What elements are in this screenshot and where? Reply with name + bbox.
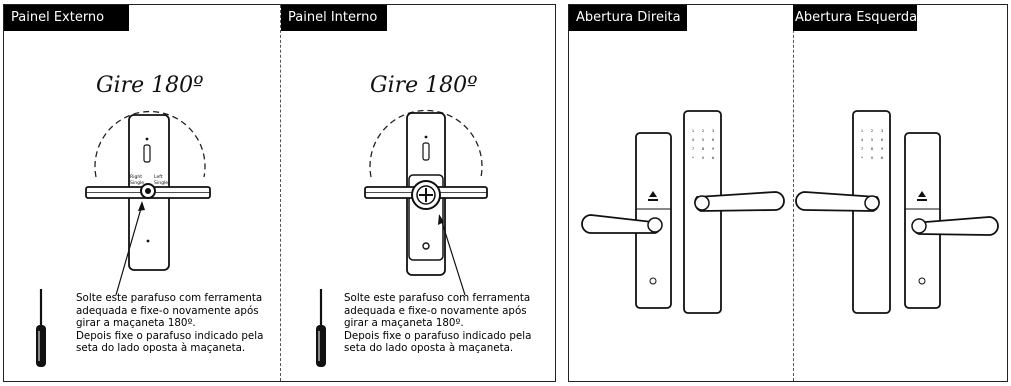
abertura-esquerda-title: Abertura Esquerda [793,5,917,31]
screwdriver-icon [316,289,326,367]
keypad-icon: 1 2 3 4 5 6 7 8 9 * 0 # [861,129,884,160]
rotate-180-label-externo: Gire 180º [96,73,204,98]
interior-unit-icon [904,132,999,309]
abertura-direita-title: Abertura Direita [569,5,687,31]
rotation-arc-icon [94,110,206,178]
svg-text:*: * [861,156,863,160]
interior-unit-icon [581,132,672,309]
thumb-turn-knob-icon [411,180,441,210]
exterior-keypad-unit-icon: 1 2 3 4 5 6 7 8 9 * 0 # [795,110,891,314]
svg-text:5: 5 [702,138,704,142]
svg-text:Single: Single [130,180,144,186]
svg-text:Single: Single [154,180,168,186]
svg-text:Left: Left [154,174,163,180]
svg-text:0: 0 [702,156,705,160]
svg-text:9: 9 [881,147,884,151]
panel-externo-title: Painel Externo [4,5,129,31]
exterior-panel-diagram: Right Single Left Single [36,110,211,367]
svg-text:Right: Right [130,174,142,180]
svg-text:7: 7 [692,147,694,151]
svg-text:0: 0 [871,156,874,160]
svg-text:6: 6 [712,138,715,142]
screwdriver-icon [36,289,46,367]
panel-group-opening: Abertura Direita Abertura Esquerda 1 2 3 4… [568,4,1008,382]
interior-panel-diagram [316,109,488,367]
panel-divider [793,5,794,381]
svg-text:4: 4 [861,138,864,142]
svg-text:6: 6 [881,138,884,142]
panel-interno-title: Painel Interno [281,5,387,31]
svg-text:8: 8 [871,147,874,151]
right-opening-diagram: 1 2 3 4 5 6 7 8 9 * 0 # [581,110,785,314]
instruction-note-interno: Solte este parafuso com ferramenta adequ… [344,292,532,355]
svg-text:9: 9 [712,147,715,151]
svg-text:3: 3 [712,129,714,133]
svg-text:7: 7 [861,147,863,151]
svg-text:1: 1 [692,129,694,133]
svg-text:2: 2 [871,129,873,133]
panel-divider [280,5,281,381]
keypad-icon: 1 2 3 4 5 6 7 8 9 * 0 # [692,129,715,160]
svg-text:5: 5 [871,138,873,142]
instruction-note-externo: Solte este parafuso com ferramenta adequ… [76,292,264,355]
svg-text:*: * [692,156,694,160]
rotate-180-label-interno: Gire 180º [370,73,478,98]
svg-text:4: 4 [692,138,695,142]
panel-group-rotation: Painel Externo Gire 180º Right Single Le… [3,4,556,382]
svg-text:1: 1 [861,129,863,133]
svg-text:8: 8 [702,147,705,151]
svg-text:3: 3 [881,129,883,133]
exterior-keypad-unit-icon: 1 2 3 4 5 6 7 8 9 * 0 # [683,110,785,314]
arrow-icon [440,218,466,296]
left-opening-diagram: 1 2 3 4 5 6 7 8 9 * 0 # [795,110,999,314]
svg-text:#: # [711,156,714,160]
svg-text:#: # [880,156,883,160]
svg-text:2: 2 [702,129,704,133]
arrow-icon [115,204,143,296]
